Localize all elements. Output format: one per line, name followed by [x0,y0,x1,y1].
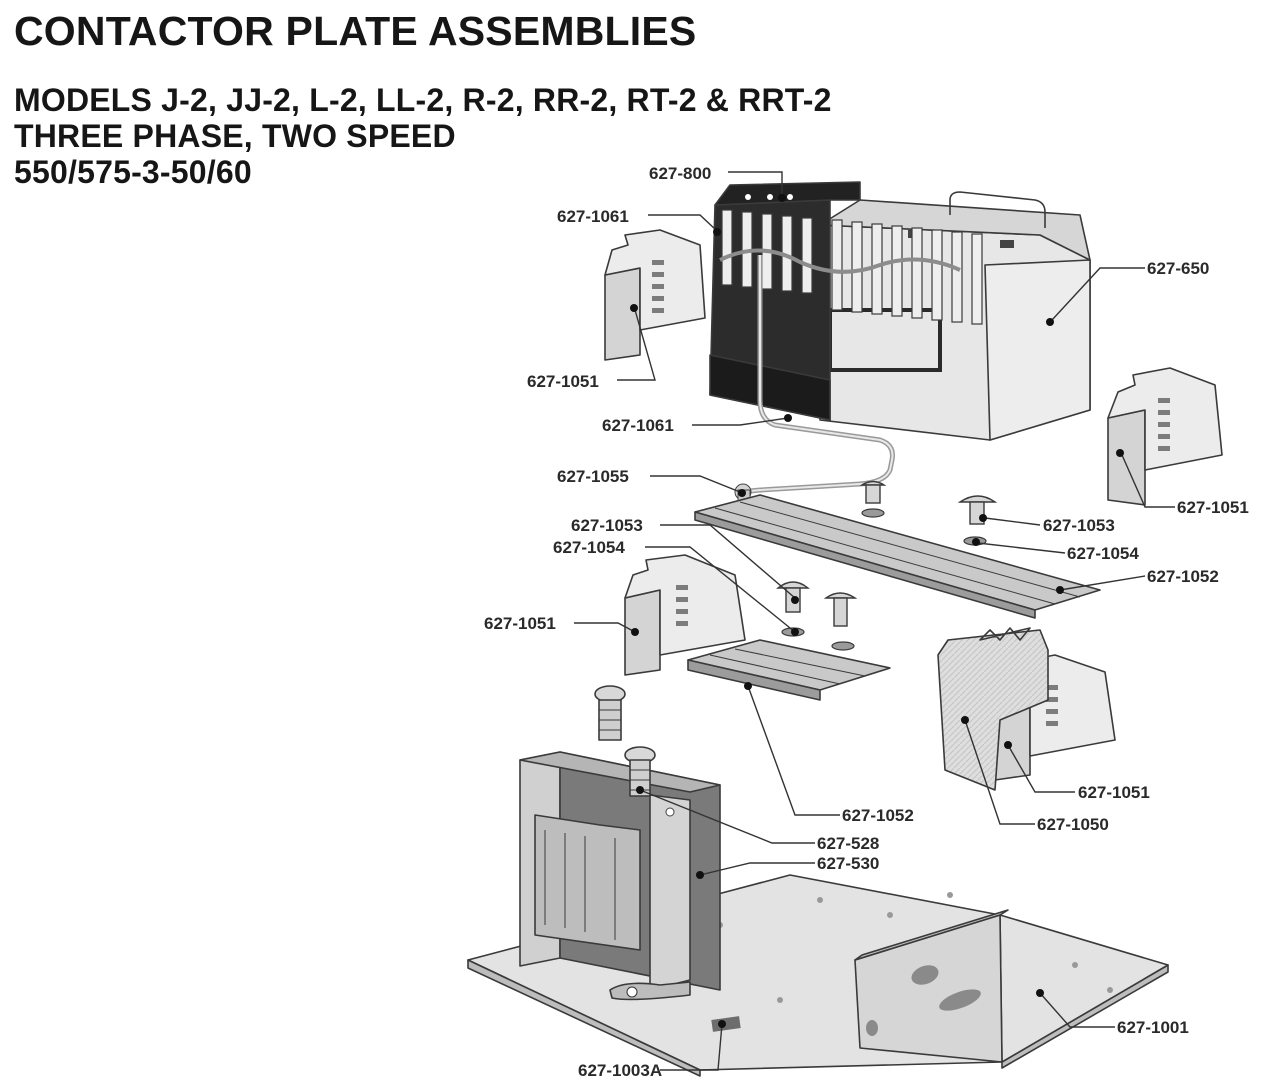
callout-627-1052-long: 627-1052 [1147,567,1219,586]
callout-leaders [574,171,1175,1071]
callout-627-1001: 627-1001 [1117,1018,1189,1037]
callout-627-1003a: 627-1003A [578,1061,662,1080]
callout-627-1050: 627-1050 [1037,815,1109,834]
callout-627-530: 627-530 [817,854,879,873]
callout-627-528: 627-528 [817,834,879,853]
voltage-subtitle: 550/575-3-50/60 [14,154,252,190]
callout-627-1053-left: 627-1053 [571,516,643,535]
din-rail-long [694,494,1101,619]
callout-627-800: 627-800 [649,164,711,183]
phase-subtitle: THREE PHASE, TWO SPEED [14,118,456,154]
transformer-part [519,751,721,1001]
callout-627-1053-right: 627-1053 [1043,516,1115,535]
callout-627-1054-left: 627-1054 [553,538,625,557]
callout-627-1051-right: 627-1051 [1177,498,1249,517]
callout-627-1055: 627-1055 [557,467,629,486]
models-subtitle: MODELS J-2, JJ-2, L-2, LL-2, R-2, RR-2, … [14,82,832,118]
end-barrier-part [937,627,1049,791]
page-title: CONTACTOR PLATE ASSEMBLIES [14,8,697,54]
callout-627-1051-upper: 627-1051 [527,372,599,391]
callout-627-1052-short: 627-1052 [842,806,914,825]
screw-627-528 [594,685,656,797]
callout-labels: 627-800 627-1061 627-650 627-1051 627-10… [484,164,1249,1080]
callout-627-1054-right: 627-1054 [1067,544,1139,563]
callout-627-1061-lower: 627-1061 [602,416,674,435]
contactor-assembly-part [709,181,1091,507]
din-rail-short [687,639,891,701]
terminal-block-mid-left [624,554,746,676]
callout-627-1051-lower: 627-1051 [1078,783,1150,802]
callout-627-650: 627-650 [1147,259,1209,278]
terminal-block-right [1107,367,1223,506]
callout-627-1061-top: 627-1061 [557,207,629,226]
terminal-block-upper-left [604,229,706,361]
callout-dots [630,194,1124,1028]
callout-627-1051-mid: 627-1051 [484,614,556,633]
